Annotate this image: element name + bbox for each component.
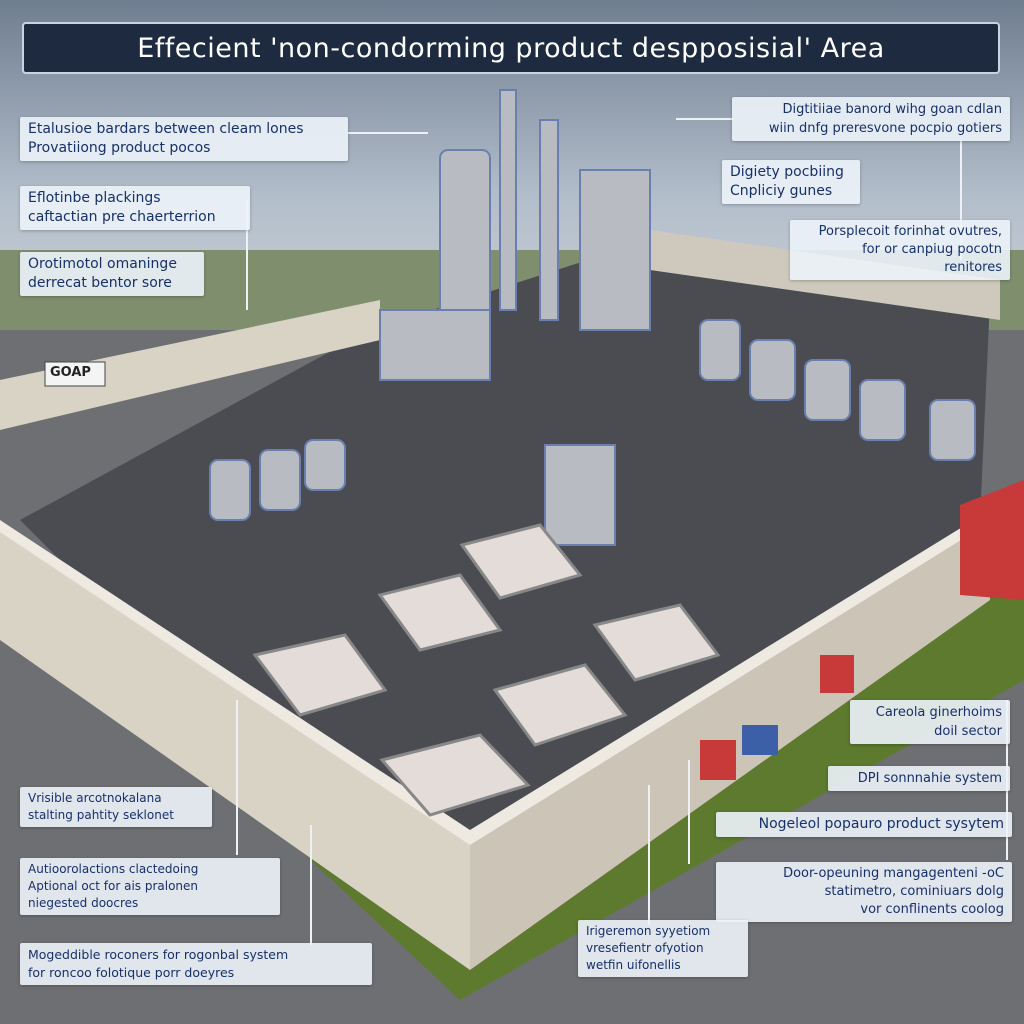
wall-sign xyxy=(44,361,106,387)
page-title: Effecient 'non-condorming product desppo… xyxy=(22,22,1000,74)
callout-right-bottom-3: Nogeleol popauro product sysytem xyxy=(716,812,1012,837)
callout-right-top-1: Digtitiiae banord wihg goan cdlan wiin d… xyxy=(732,97,1010,141)
leader-line xyxy=(688,760,690,864)
leader-line xyxy=(960,140,962,260)
crates xyxy=(700,740,736,780)
processing-equipment xyxy=(209,89,976,546)
callout-bottom-center: Irigeremon syyetiom vresefientr ofyotion… xyxy=(578,920,748,977)
callout-right-bottom-4: Door-opeuning mangagenteni -oC statimetr… xyxy=(716,862,1012,922)
callout-left-bottom-3: Mogeddible roconers for rogonbal system … xyxy=(20,943,372,985)
callout-right-top-2: Digiety pocbiing Cnpliciy gunes xyxy=(722,160,860,204)
leader-line xyxy=(236,700,238,855)
blue-crate xyxy=(742,725,778,755)
leader-line xyxy=(348,132,428,134)
front-wall-left xyxy=(0,530,470,970)
callout-left-bottom-1: Vrisible arcotnokalana stalting pahtity … xyxy=(20,787,212,827)
wall-sign-text: GOAP xyxy=(50,365,91,380)
callout-left-bottom-2: Autioorolactions clactedoing Aptional oc… xyxy=(20,858,280,915)
callout-right-top-3: Porsplecoit forinhat ovutres, for or can… xyxy=(790,220,1010,280)
back-wall-left xyxy=(0,300,380,430)
leader-line xyxy=(676,118,734,120)
callout-left-top-2: Eflotinbe plackings caftactian pre chaer… xyxy=(20,186,250,230)
red-container xyxy=(960,480,1024,600)
callout-right-bottom-2: DPI sonnnahie system xyxy=(828,766,1010,791)
leader-line xyxy=(246,200,248,310)
callout-left-top-1: Etalusioe bardars between cleam lones Pr… xyxy=(20,117,348,161)
callout-right-bottom-1: Careola ginerhoims doil sector xyxy=(850,700,1010,744)
leader-line xyxy=(648,785,650,925)
leader-line xyxy=(310,825,312,945)
callout-left-top-3: Orotimotol omaninge derrecat bentor sore xyxy=(20,252,204,296)
disposal-bins xyxy=(252,523,721,817)
red-crate xyxy=(820,655,854,693)
